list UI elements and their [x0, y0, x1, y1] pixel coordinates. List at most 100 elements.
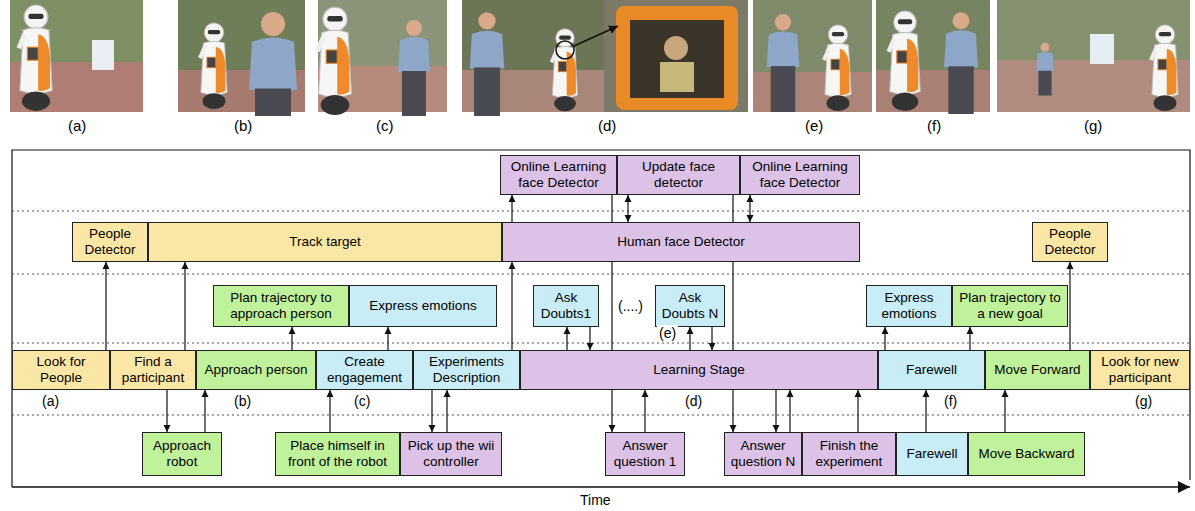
graphic-part — [556, 41, 574, 59]
stage-label: (b) — [232, 393, 253, 409]
learning-task-box: Answer question 1 — [605, 432, 685, 476]
interaction-task-box: Farewell — [878, 350, 985, 390]
box-text: People Detector — [1037, 226, 1103, 257]
arrow-connector — [749, 195, 750, 222]
interaction-task-box: Ask Doubts1 — [533, 285, 599, 327]
arrow-connector — [329, 390, 330, 432]
arrow-connector — [511, 262, 512, 350]
arrow-connector — [775, 390, 776, 432]
graphic-part — [1090, 34, 1114, 64]
learning-task-box: Online Learning face Detector — [740, 155, 860, 195]
arrow-connector — [689, 327, 690, 350]
arrow-connector — [627, 195, 628, 222]
box-text: Ask Doubts1 — [538, 290, 594, 321]
learning-task-box: Online Learning face Detector — [500, 155, 617, 195]
motion-task-box: Move Forward — [985, 350, 1090, 390]
graphic-part — [767, 14, 800, 112]
stage-label: (a) — [40, 393, 61, 409]
motion-task-box: Move Backward — [968, 432, 1085, 476]
learning-task-box: Learning Stage — [520, 350, 878, 390]
graphic-part — [198, 23, 227, 109]
people-task-box: Look for new participant — [1090, 350, 1190, 390]
people-task-box: Track target — [148, 222, 502, 262]
arrow-connector — [204, 390, 205, 432]
box-text: Approach robot — [147, 438, 217, 469]
graphic-part — [12, 150, 1190, 487]
box-text: Experiments Description — [418, 354, 515, 385]
graphic-part — [822, 25, 851, 111]
graphic-part — [753, 0, 872, 112]
box-text: Online Learning face Detector — [745, 159, 855, 190]
photo-label: (g) — [1082, 117, 1104, 134]
arrow-connector — [884, 327, 885, 350]
box-text: Place himself in front of the robot — [280, 438, 395, 469]
graphic-part — [604, 0, 748, 112]
motion-task-box: Approach person — [196, 350, 316, 390]
graphic-part — [12, 343, 1190, 344]
graphic-part — [887, 11, 921, 111]
box-text: Farewell — [906, 446, 957, 462]
interaction-task-box: Express emotions — [866, 285, 952, 327]
graphic-part — [944, 12, 978, 114]
graphic-part — [616, 6, 738, 110]
stage-label: (c) — [352, 393, 372, 409]
photo-label: (f) — [925, 117, 943, 134]
arrow-connector — [589, 327, 590, 350]
graphic-part — [17, 5, 53, 111]
people-task-box: People Detector — [72, 222, 148, 262]
box-text: Look for new participant — [1095, 354, 1185, 385]
motion-task-box: Approach robot — [142, 432, 222, 476]
arrow-connector — [1004, 390, 1005, 432]
graphic-part — [12, 415, 1190, 416]
arrow-connector — [566, 327, 567, 350]
learning-task-box: Answer question N — [724, 432, 802, 476]
photo-e — [753, 0, 872, 112]
people-task-box: People Detector — [1032, 222, 1108, 262]
photo-label: (b) — [232, 117, 254, 134]
box-text: Answer question 1 — [610, 438, 680, 469]
arrow-connector — [431, 390, 432, 432]
arrow-connector — [857, 390, 858, 432]
graphic-part — [1149, 25, 1178, 111]
motion-task-box: Place himself in front of the robot — [275, 432, 400, 476]
arrow-connector — [387, 327, 388, 350]
box-text: Online Learning face Detector — [505, 159, 612, 190]
arrow-connector — [166, 390, 167, 432]
arrow-connector — [105, 262, 106, 350]
graphic-part — [550, 29, 578, 111]
arrow-connector — [446, 390, 447, 432]
graphic-part — [398, 20, 430, 116]
photo-label: (e) — [803, 117, 825, 134]
ellipsis-note: (....) — [616, 298, 645, 314]
box-text: Approach person — [205, 362, 308, 378]
graphic-part — [92, 40, 114, 70]
box-text: People Detector — [77, 226, 143, 257]
interaction-task-box: Create engagement — [316, 350, 413, 390]
learning-task-box: Update face detector — [617, 155, 740, 195]
graphic-part — [574, 26, 618, 46]
learning-task-box: Pick up the wii controller — [400, 432, 502, 476]
photo-g — [997, 0, 1190, 112]
box-text: Plan trajectory to approach person — [218, 290, 344, 321]
motion-task-box: Plan trajectory to approach person — [213, 285, 349, 327]
interaction-task-box: Express emotions — [349, 285, 497, 327]
box-text: Move Backward — [978, 446, 1074, 462]
graphic-part — [12, 211, 1190, 212]
arrow-connector — [789, 390, 790, 432]
learning-task-box: Human face Detector — [502, 222, 860, 262]
box-text: Human face Detector — [617, 234, 745, 250]
photo-label: (c) — [374, 117, 396, 134]
stage-label: (d) — [683, 393, 704, 409]
arrow-connector — [644, 390, 645, 432]
people-task-box: Look for People — [12, 350, 110, 390]
graphic-part — [249, 12, 297, 116]
interaction-task-box: Experiments Description — [413, 350, 520, 390]
photo-label: (a) — [66, 117, 88, 134]
photo-label: (d) — [596, 117, 618, 134]
box-text: Track target — [289, 234, 361, 250]
graphic-part — [1036, 43, 1054, 96]
arrow-connector — [511, 195, 512, 222]
photo-d — [462, 0, 748, 116]
box-text: Finish the experiment — [807, 438, 891, 469]
photo-b — [178, 0, 305, 116]
